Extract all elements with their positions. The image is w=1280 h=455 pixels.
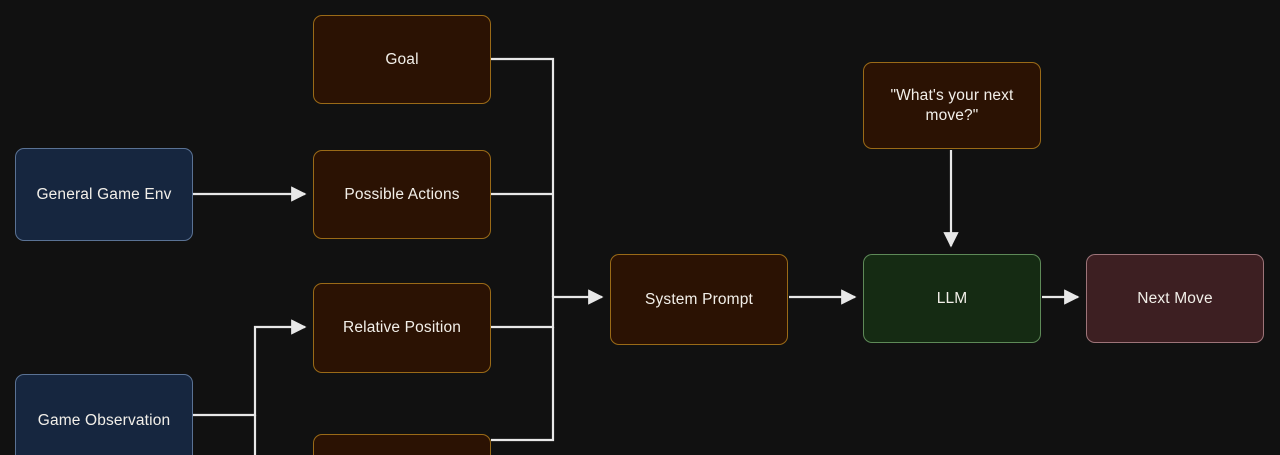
node-label: "What's your next move?" bbox=[890, 87, 1014, 124]
node-label: Possible Actions bbox=[344, 185, 460, 203]
node-llm[interactable]: LLM bbox=[863, 254, 1041, 343]
node-label: LLM bbox=[936, 289, 968, 307]
node-question-prompt[interactable]: "What's your next move?" bbox=[863, 62, 1041, 149]
edge-game-observation-to-relative-position bbox=[193, 319, 307, 417]
node-goal[interactable]: Goal bbox=[313, 15, 491, 104]
node-label: General Game Env bbox=[36, 185, 172, 203]
node-label: Relative Position bbox=[343, 319, 461, 337]
edge-extra-feature-to-system-prompt bbox=[491, 327, 555, 442]
node-relative-position[interactable]: Relative Position bbox=[313, 283, 491, 373]
edge-relative-position-to-system-prompt bbox=[491, 289, 604, 329]
node-label: Next Move bbox=[1137, 289, 1213, 307]
node-game-observation[interactable]: Game Observation bbox=[15, 374, 193, 455]
node-possible-actions[interactable]: Possible Actions bbox=[313, 150, 491, 239]
node-label: Game Observation bbox=[37, 411, 171, 429]
node-system-prompt[interactable]: System Prompt bbox=[610, 254, 788, 345]
node-label: System Prompt bbox=[645, 290, 753, 308]
node-general-game-env[interactable]: General Game Env bbox=[15, 148, 193, 241]
node-extra-feature[interactable] bbox=[313, 434, 491, 455]
node-next-move[interactable]: Next Move bbox=[1086, 254, 1264, 343]
node-label: Goal bbox=[385, 50, 419, 68]
edge-goal-to-system-prompt bbox=[491, 57, 555, 297]
